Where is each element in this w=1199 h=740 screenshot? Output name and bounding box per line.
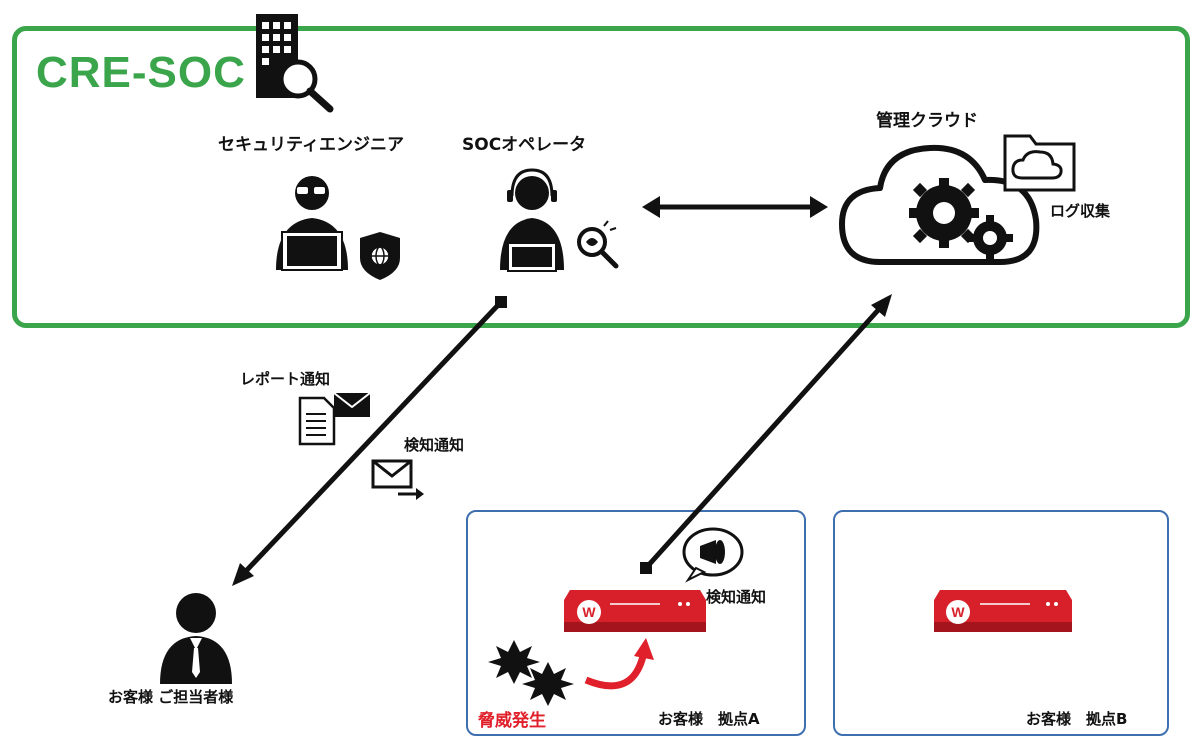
building-search-icon <box>256 14 334 113</box>
engineer-label: セキュリティエンジニア <box>218 135 404 155</box>
soc-operator-icon <box>500 168 564 272</box>
small-gear-icon <box>967 215 1013 261</box>
operator-cloud-arrow <box>642 196 828 218</box>
shield-globe-icon <box>360 232 400 280</box>
site-a-detection-label: 検知通知 <box>706 588 767 606</box>
firewall-appliance-b: W <box>934 590 1072 632</box>
attack-arrow <box>584 638 654 690</box>
envelope-icon <box>333 392 371 417</box>
svg-text:W: W <box>951 604 965 620</box>
megaphone-icon <box>682 527 744 583</box>
report-notification-label: レポート通知 <box>240 370 331 388</box>
log-upload-arrow <box>640 294 892 574</box>
threat-label: 脅威発生 <box>478 711 546 731</box>
security-engineer-icon <box>276 176 348 271</box>
customer-contact-icon <box>160 593 232 684</box>
cloud-label: 管理クラウド <box>876 111 978 131</box>
svg-text:W: W <box>582 604 596 620</box>
report-arrow <box>232 296 507 586</box>
mail-send-icon <box>371 459 424 500</box>
operator-label: SOCオペレータ <box>462 135 587 155</box>
customer-contact-label: お客様 ご担当者様 <box>108 688 234 706</box>
threat-search-icon <box>577 220 619 269</box>
site-a-container <box>466 510 806 736</box>
firewall-appliance-a: W <box>564 590 706 632</box>
folder-cloud-icon <box>1003 134 1076 192</box>
site-a-label: お客様 拠点A <box>658 710 760 728</box>
detection-notification-label: 検知通知 <box>404 436 465 454</box>
site-b-label: お客様 拠点B <box>1026 710 1128 728</box>
threat-burst-icon <box>488 640 574 706</box>
soc-title: CRE-SOC <box>36 48 246 97</box>
cre-soc-container <box>12 26 1190 328</box>
log-collection-label: ログ収集 <box>1050 202 1111 220</box>
gear-icon <box>909 178 979 248</box>
document-icon <box>298 396 336 446</box>
